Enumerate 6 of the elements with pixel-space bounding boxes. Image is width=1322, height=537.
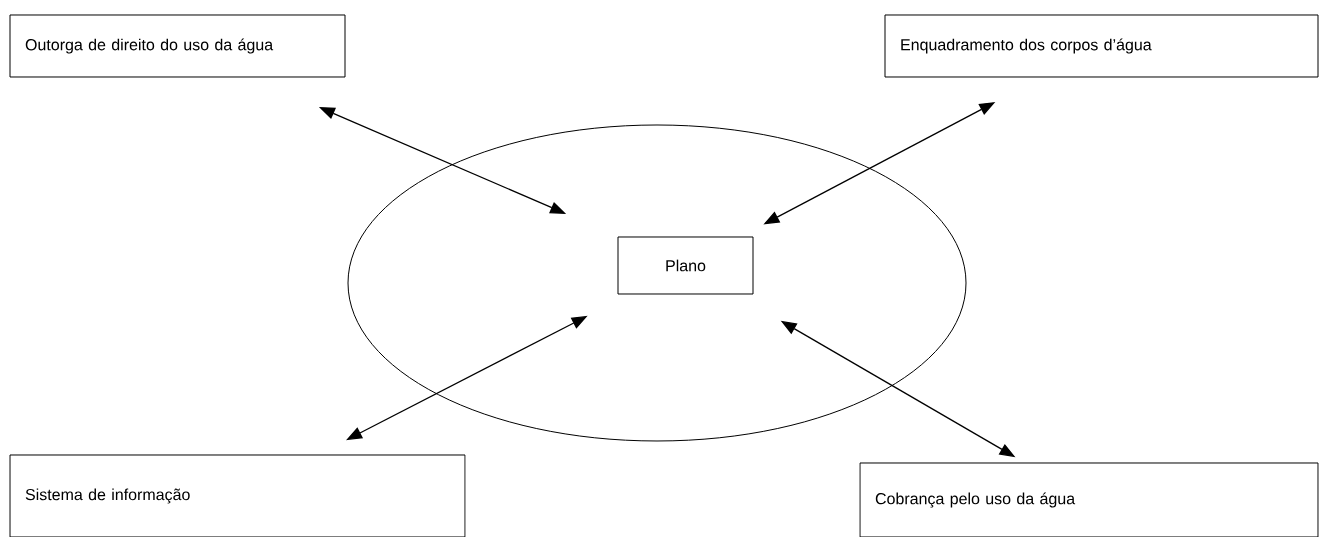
- text-box: Outorga de direito do uso da água: [9, 14, 346, 78]
- text-box: Enquadramento dos corpos d’água: [884, 14, 1319, 78]
- text-box: Sistema de informação: [9, 454, 466, 537]
- center-box: Plano: [617, 236, 754, 295]
- ellipse-shape: [347, 124, 967, 442]
- text-box: Cobrança pelo uso da água: [859, 462, 1319, 537]
